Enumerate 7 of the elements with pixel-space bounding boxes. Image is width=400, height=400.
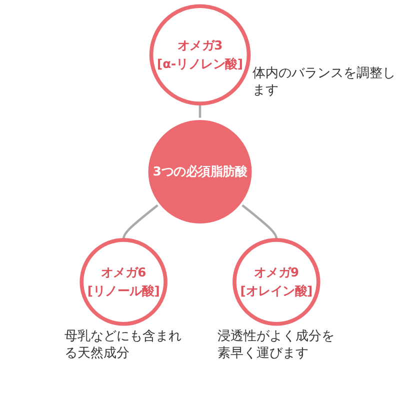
node-circle: 3つの必須脂肪酸 [146, 118, 254, 226]
connector [122, 204, 160, 240]
connector [240, 204, 278, 240]
node-circle: オメガ6 [リノール酸] [80, 238, 168, 326]
node-circle: オメガ9 [オレイン酸] [232, 238, 320, 326]
node-circle: オメガ3 [α-リノレン酸] [149, 4, 251, 106]
connector [198, 104, 202, 119]
